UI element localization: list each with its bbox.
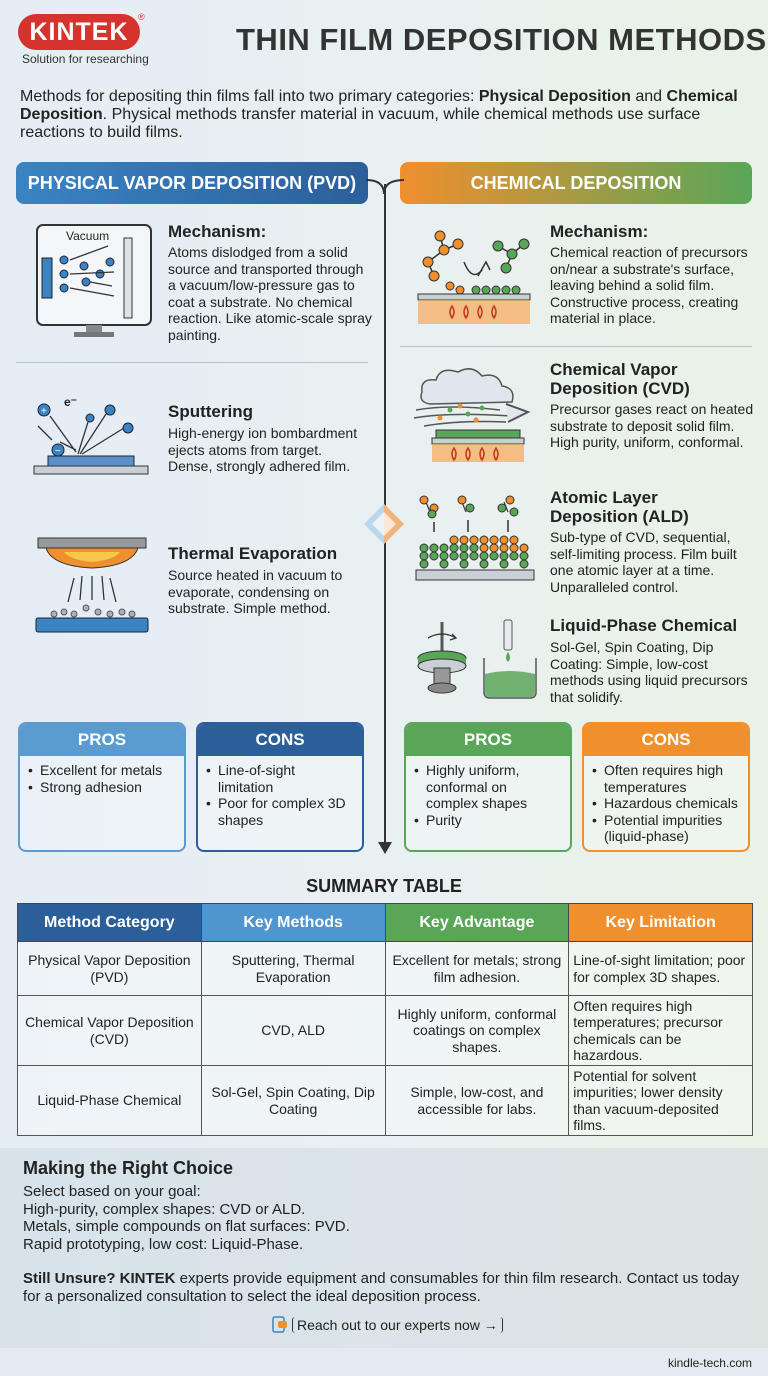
table-cell: Excellent for metals; strong film adhesi… [384, 941, 570, 996]
footer [0, 1348, 768, 1376]
chat-icon [272, 1316, 287, 1333]
table-header: Key Advantage [384, 903, 570, 942]
pvd-mechanism-desc: Atoms dislodged from a solid source and … [168, 244, 372, 343]
table-header: Key Limitation [568, 903, 753, 942]
svg-text:−: − [55, 446, 61, 457]
table-cell: Liquid-Phase Chemical [17, 1065, 202, 1136]
choice-title: Making the Right Choice [23, 1158, 234, 1178]
table-cell: CVD, ALD [200, 995, 386, 1066]
thermal-evaporation-icon [35, 537, 149, 633]
contact-paragraph: Still Unsure? KINTEK experts provide equ… [23, 1270, 740, 1305]
table-cell: Sol-Gel, Spin Coating, Dip Coating [200, 1065, 386, 1136]
choice-line: High-purity, complex shapes: CVD or ALD. [23, 1200, 306, 1218]
table-cell: Sputtering, Thermal Evaporation [200, 941, 386, 996]
intro-paragraph: Methods for depositing thin films fall i… [20, 88, 738, 141]
separator [400, 346, 752, 347]
chem-cons-list: Often requires high temperatures Hazardo… [584, 756, 748, 845]
list-item: Excellent for metals [28, 762, 174, 779]
arrow-down-icon [378, 842, 392, 854]
ald-title: Atomic Layer Deposition (ALD) [550, 488, 689, 526]
chem-cons-box: CONS Often requires high temperatures Ha… [582, 722, 750, 852]
liquid-phase-icon [417, 619, 537, 699]
table-cell: Simple, low-cost, and accessible for lab… [384, 1065, 570, 1136]
svg-text:e⁻: e⁻ [64, 395, 77, 409]
pvd-cons-list: Line-of-sight limitation Poor for comple… [198, 756, 362, 828]
table-cell: Physical Vapor Deposition (PVD) [17, 941, 202, 996]
kintek-logo: KINTEK [18, 14, 140, 50]
chem-pros-list: Highly uniform, conformal on complex sha… [406, 756, 570, 828]
cvd-icon [413, 368, 531, 462]
pvd-cons-label: CONS [198, 724, 362, 756]
registered-mark: ® [138, 12, 145, 22]
choice-line: Metals, simple compounds on flat surface… [23, 1218, 350, 1235]
cvd-desc: Precursor gases react on heated substrat… [550, 401, 754, 450]
chemical-reaction-icon [417, 230, 531, 324]
choice-line: Rapid prototyping, low cost: Liquid-Phas… [23, 1235, 304, 1253]
contact-cta[interactable]: Reach out to our experts now → [272, 1316, 503, 1334]
pvd-cons-box: CONS Line-of-sight limitation Poor for c… [196, 722, 364, 852]
ald-icon [415, 495, 535, 581]
chem-pros-label: PROS [406, 724, 570, 756]
list-item: Hazardous chemicals [592, 795, 738, 812]
list-item: Poor for complex 3D shapes [206, 795, 352, 828]
table-row: Chemical Vapor Deposition (CVD) CVD, ALD… [17, 995, 753, 1066]
list-item: Purity [414, 812, 560, 829]
pvd-pros-label: PROS [20, 724, 184, 756]
table-cell: Line-of-sight limitation; poor for compl… [568, 941, 753, 996]
ald-desc: Sub-type of CVD, sequential, self-limiti… [550, 529, 737, 595]
table-header: Method Category [17, 903, 202, 942]
pvd-heading: PHYSICAL VAPOR DEPOSITION (PVD) [16, 162, 368, 204]
thermal-evaporation-desc: Source heated in vacuum to evaporate, co… [168, 567, 343, 616]
svg-text:Vacuum: Vacuum [66, 229, 109, 243]
chem-pros-box: PROS Highly uniform, conformal on comple… [404, 722, 572, 852]
chemical-mechanism-desc: Chemical reaction of precursors on/near … [550, 244, 748, 326]
pvd-mechanism-title: Mechanism: [168, 222, 267, 241]
separator [16, 362, 368, 363]
choice-lines: Select based on your goal: High-purity, … [23, 1183, 350, 1253]
pvd-pros-list: Excellent for metals Strong adhesion [20, 756, 184, 795]
liquid-phase-title: Liquid-Phase Chemical [550, 616, 738, 635]
summary-table-title: SUMMARY TABLE [306, 876, 462, 896]
cvd-title: Chemical Vapor Deposition (CVD) [550, 360, 690, 398]
table-cell: Chemical Vapor Deposition (CVD) [17, 995, 202, 1066]
list-item: Line-of-sight limitation [206, 762, 352, 795]
liquid-phase-desc: Sol-Gel, Spin Coating, Dip Coating: Simp… [550, 639, 748, 705]
sputtering-icon: + − e⁻ [33, 395, 149, 475]
table-header: Key Methods [200, 903, 386, 942]
list-item: Highly uniform, conformal on complex sha… [414, 762, 560, 812]
svg-text:+: + [41, 406, 47, 417]
list-item: Potential impurities (liquid-phase) [592, 812, 738, 845]
list-item: Often requires high temperatures [592, 762, 738, 795]
table-cell: Potential for solvent impurities; lower … [568, 1065, 753, 1136]
chemical-mechanism-title: Mechanism: [550, 222, 649, 241]
chemical-heading: CHEMICAL DEPOSITION [400, 162, 752, 204]
footer-url[interactable]: kindle-tech.com [667, 1356, 752, 1370]
table-row: Physical Vapor Deposition (PVD) Sputteri… [17, 941, 753, 996]
thermal-evaporation-title: Thermal Evaporation [168, 544, 338, 563]
sputtering-desc: High-energy ion bombardment ejects atoms… [168, 425, 358, 474]
list-item: Strong adhesion [28, 779, 174, 796]
contact-button[interactable]: Reach out to our experts now → [292, 1317, 503, 1333]
summary-table: Method Category Key Methods Key Advantag… [17, 903, 753, 1136]
vacuum-chamber-icon: Vacuum [36, 224, 152, 337]
table-row: Liquid-Phase Chemical Sol-Gel, Spin Coat… [17, 1065, 753, 1136]
table-cell: Highly uniform, conformal coatings on co… [384, 995, 570, 1066]
sputtering-title: Sputtering [168, 402, 253, 421]
table-cell: Often requires high temperatures; precur… [568, 995, 753, 1066]
logo-tagline: Solution for researching [22, 52, 149, 66]
chem-cons-label: CONS [584, 724, 748, 756]
choice-section [0, 1148, 768, 1348]
diamond-connector-icon [364, 504, 404, 544]
page-title: THIN FILM DEPOSITION METHODS [236, 22, 767, 57]
choice-line: Select based on your goal: [23, 1183, 201, 1200]
pvd-pros-box: PROS Excellent for metals Strong adhesio… [18, 722, 186, 852]
